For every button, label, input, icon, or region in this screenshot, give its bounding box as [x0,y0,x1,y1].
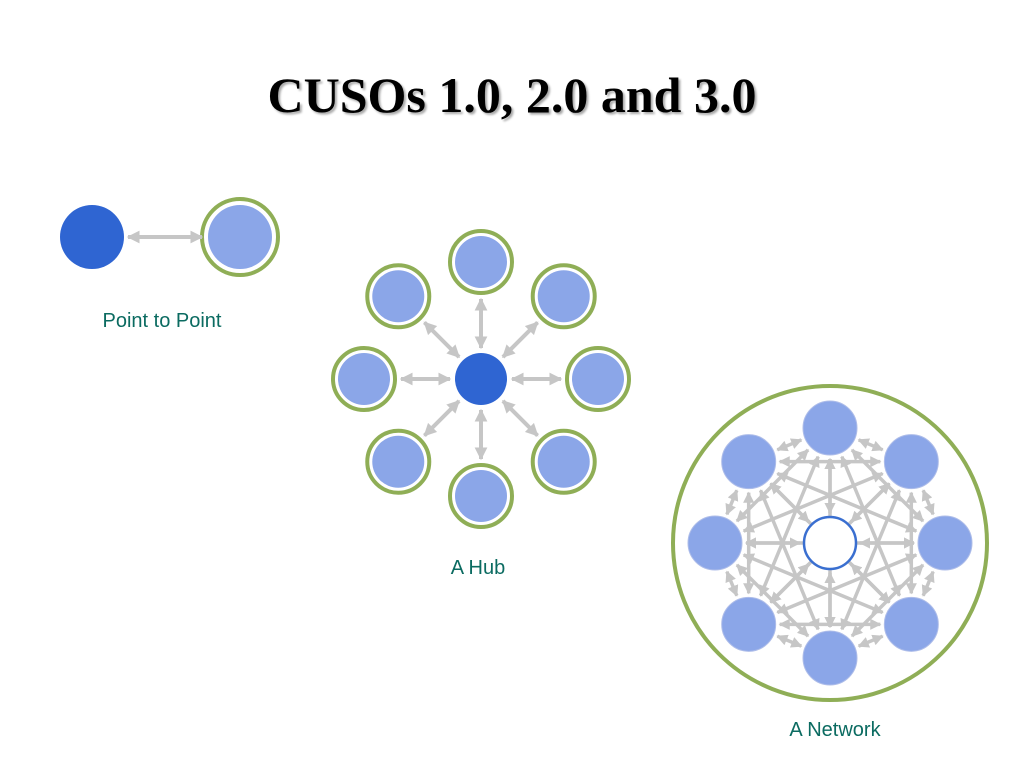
network-caption: A Network [789,719,881,741]
network-center-node [802,515,858,571]
network-node [883,596,939,652]
network-node [721,434,777,490]
hub-node [455,236,507,288]
ptp-caption: Point to Point [103,310,222,332]
hub-center-node [455,353,507,405]
hub-node [537,435,590,488]
hub-arrow [501,321,539,359]
hub-arrow [423,321,461,359]
point-to-point-diagram: Point to Point [60,197,280,332]
network-link [921,489,935,516]
network-link [776,438,803,452]
network-nodes [687,400,973,686]
hub-node [338,353,390,405]
network-diagram: A Network [671,384,989,741]
network-link [857,438,884,452]
hub-diagram: A Hub [331,229,631,579]
network-node [802,400,858,456]
hub-node [372,270,425,323]
network-arrows [725,438,935,648]
hub-arrows [399,297,563,461]
hub-node [537,270,590,323]
network-node [883,434,939,490]
hub-nodes [331,229,631,529]
hub-caption: A Hub [451,557,505,579]
network-link [921,570,935,597]
slide-title: CUSOs 1.0, 2.0 and 3.0 [267,67,757,123]
network-link [849,562,891,604]
network-link [725,570,739,597]
hub-node [455,470,507,522]
network-node [802,630,858,686]
hub-node [572,353,624,405]
network-link [776,634,803,648]
hub-arrow [501,399,539,437]
network-link [857,634,884,648]
network-link [769,482,811,524]
network-node [917,515,973,571]
hub-node [372,435,425,488]
hub-arrow [423,399,461,437]
network-link [769,562,811,604]
network-node [687,515,743,571]
ptp-target-node [208,205,272,269]
network-node [721,596,777,652]
ptp-source-node [60,205,124,269]
network-link [725,489,739,516]
